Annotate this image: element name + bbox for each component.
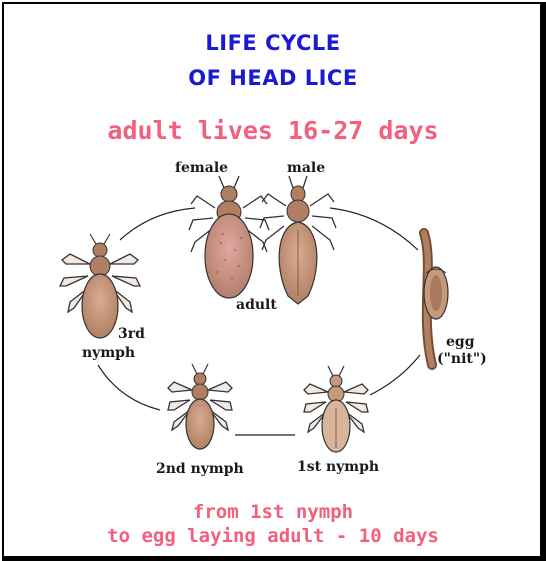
label-egg-line-1: egg [446,334,475,350]
label-3rd-nymph-line-1: 3rd [118,326,145,342]
label-2nd-nymph: 2nd nymph [156,461,244,477]
footer-line-2: to egg laying adult - 10 days [0,525,546,547]
egg-nit-icon [424,233,448,365]
first-nymph-icon [304,366,368,452]
second-nymph-icon [168,364,232,449]
male-louse-icon [260,176,336,304]
label-female: female [175,160,228,176]
label-male: male [287,160,325,176]
footer-line-1: from 1st nymph [0,501,546,523]
third-nymph-icon [60,234,140,338]
label-egg-line-2: ("nit") [437,351,487,367]
label-3rd-nymph-line-2: nymph [82,345,135,361]
cycle-path [98,208,420,435]
label-1st-nymph: 1st nymph [297,459,379,475]
label-adult: adult [236,297,277,313]
female-louse-icon [189,176,269,298]
